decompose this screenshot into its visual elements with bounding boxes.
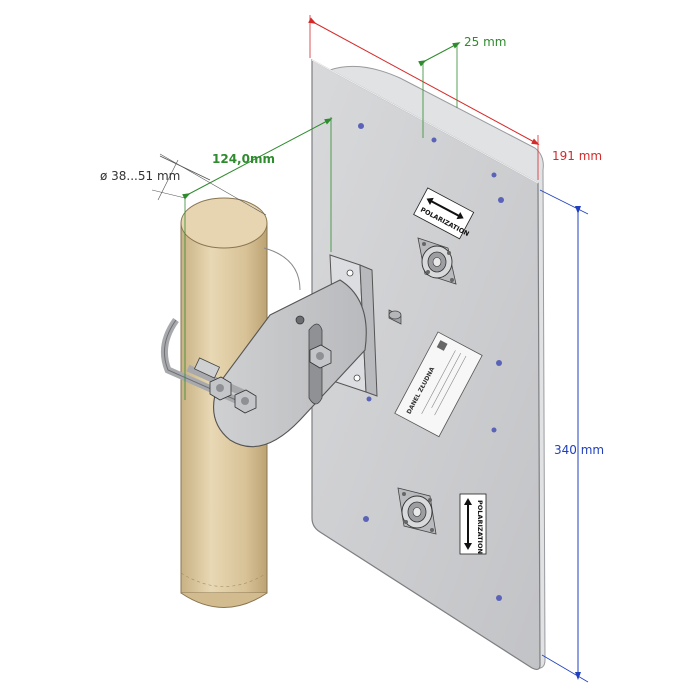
dimension-pole-diameter: ø 38...51 mm [100, 153, 267, 216]
dimension-pole-label: ø 38...51 mm [100, 169, 180, 183]
dimension-height: 340 mm [539, 189, 604, 683]
mount-hole [496, 595, 502, 601]
ground-stud [388, 309, 402, 325]
mount-hole [491, 427, 497, 433]
nut [309, 344, 332, 369]
mount-hole [496, 360, 502, 366]
dimension-connector-spacing: 25 mm [418, 35, 506, 138]
rf-connector-top [417, 237, 457, 285]
dimension-depth-label: 191 mm [552, 149, 602, 163]
dimension-bracket-offset: 124,0mm [182, 117, 333, 400]
rf-connector-bottom [397, 487, 437, 535]
mount-hole [431, 137, 437, 143]
nut [234, 389, 257, 414]
dimension-spacing-label: 25 mm [464, 35, 506, 49]
mount-hole [498, 197, 504, 203]
dimension-offset-label: 124,0mm [212, 152, 275, 166]
mount-hole [363, 516, 369, 522]
mount-hole [358, 123, 364, 129]
nut [209, 376, 232, 401]
mount-hole [366, 396, 372, 402]
polarization-label-bottom: POLARIZATION [459, 493, 487, 555]
mounting-pole [180, 197, 268, 608]
dimension-height-label: 340 mm [554, 443, 604, 457]
polarization-text-bottom: POLARIZATION [476, 500, 484, 554]
dimension-depth: 191 mm [308, 15, 602, 180]
mount-hole [491, 172, 497, 178]
